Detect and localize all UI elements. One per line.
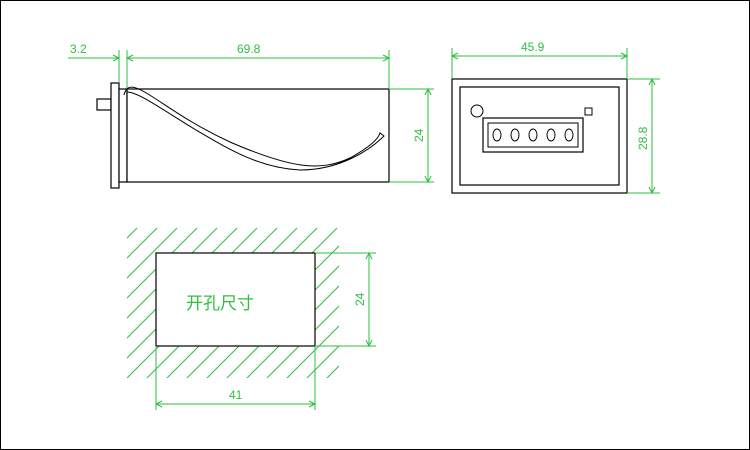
- side-view: [96, 82, 390, 189]
- counter-digits: [492, 128, 574, 142]
- counter-inner: [487, 122, 579, 148]
- hatch-line: [286, 228, 339, 378]
- hatch-line: [266, 228, 339, 378]
- front-dimensions: 45.9 28.8: [450, 40, 660, 195]
- cutout-opening: [155, 252, 316, 347]
- hatch-line: [367, 218, 527, 378]
- cutout-dimensions: 24 41: [154, 251, 376, 410]
- hatch-line: [127, 228, 148, 378]
- counter-window: [482, 117, 584, 153]
- hatch-line: [127, 228, 208, 378]
- dim-cutout-height: 24: [353, 292, 367, 306]
- hatch-line: [326, 228, 339, 378]
- hatch-line: [127, 228, 128, 378]
- dim-cutout-width: 41: [229, 388, 243, 402]
- counter-digit: [492, 128, 502, 142]
- panel-cutout: 开孔尺寸: [127, 218, 527, 378]
- side-dimensions: 3.2 69.8 24: [68, 42, 434, 184]
- hatch-line: [306, 228, 339, 378]
- counter-digit: [546, 128, 556, 142]
- counter-digit: [564, 128, 574, 142]
- counter-digit: [510, 128, 520, 142]
- cutout-label: 开孔尺寸: [186, 294, 254, 314]
- indicator-mark: [584, 107, 593, 116]
- hatch-line: [127, 228, 168, 378]
- dim-side-length: 69.8: [237, 42, 261, 56]
- side-flange: [110, 82, 120, 189]
- dim-side-height: 24: [412, 128, 426, 142]
- side-bezel: [118, 88, 128, 183]
- dim-front-width: 45.9: [521, 40, 545, 54]
- dim-front-height: 28.8: [636, 126, 650, 150]
- hatch-line: [127, 228, 228, 378]
- counter-digit: [528, 128, 538, 142]
- reset-button: [470, 104, 484, 118]
- dim-side-flange: 3.2: [70, 42, 87, 56]
- terminal-tab: [96, 98, 112, 111]
- hatch-line: [347, 218, 507, 378]
- hatch-line: [246, 228, 339, 378]
- front-view: [451, 78, 628, 194]
- side-body: [126, 88, 390, 183]
- spring-clip: [123, 86, 385, 171]
- hatch-line: [127, 228, 188, 378]
